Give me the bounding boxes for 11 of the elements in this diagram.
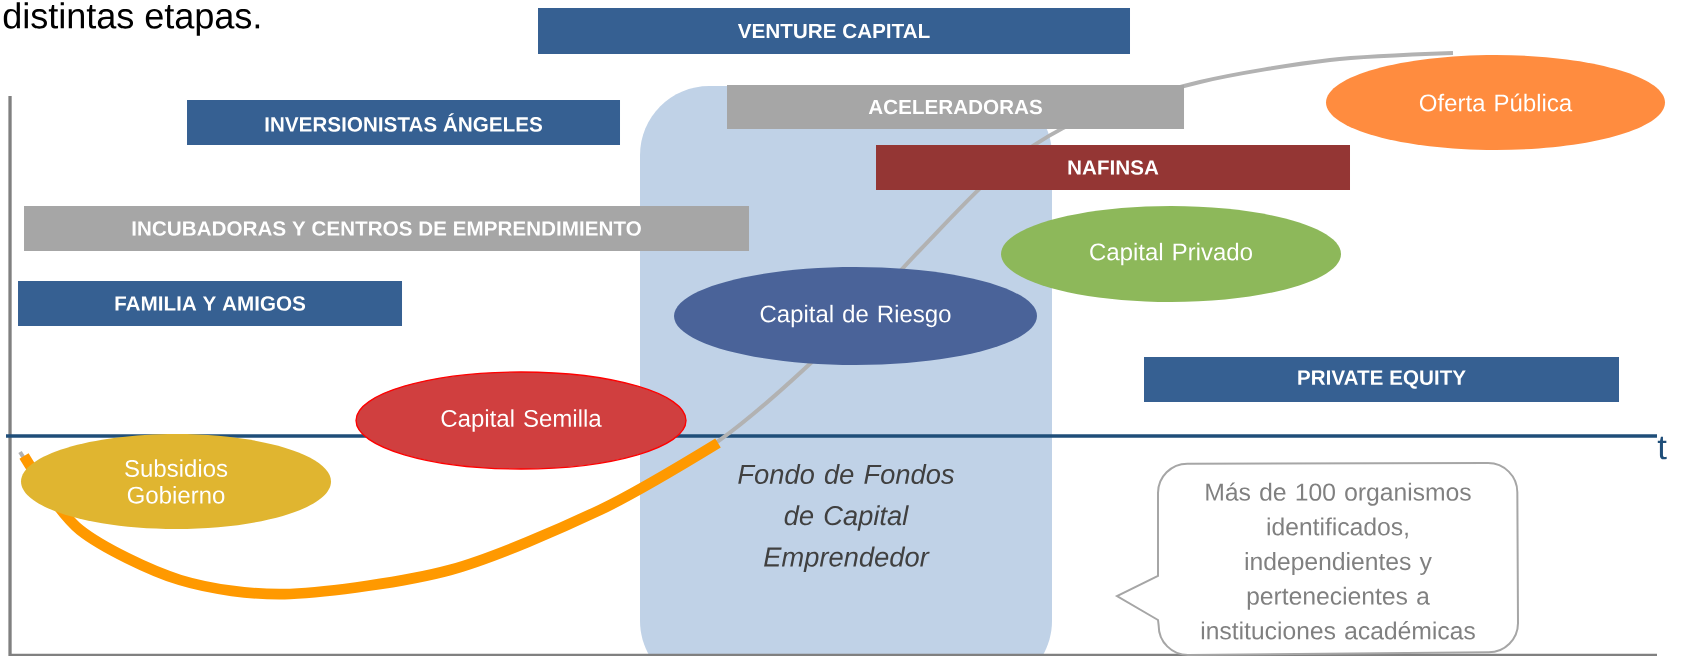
label-bar: INVERSIONISTAS ÁNGELES [187,100,620,145]
label-bar: VENTURE CAPITAL [538,8,1130,54]
label-bar: INCUBADORAS Y CENTROS DE EMPRENDIMIENTO [24,206,749,251]
speech-bubble: Más de 100 organismos identificados, independientes y pertenecientes a instituciones académicas [1116,462,1519,656]
axis-label: t [1657,436,1667,460]
label-bar: ACELERADORAS [727,85,1184,129]
label-bar: NAFINSA [876,145,1350,190]
label-bar: PRIVATE EQUITY [1144,357,1619,402]
heading-text: distintas etapas. [3,2,260,36]
label-bar: FAMILIA Y AMIGOS [18,281,402,326]
node-label: Más de 100 organismos identificados, independientes y pertenecientes a instituciones académicas [1201,482,1475,640]
